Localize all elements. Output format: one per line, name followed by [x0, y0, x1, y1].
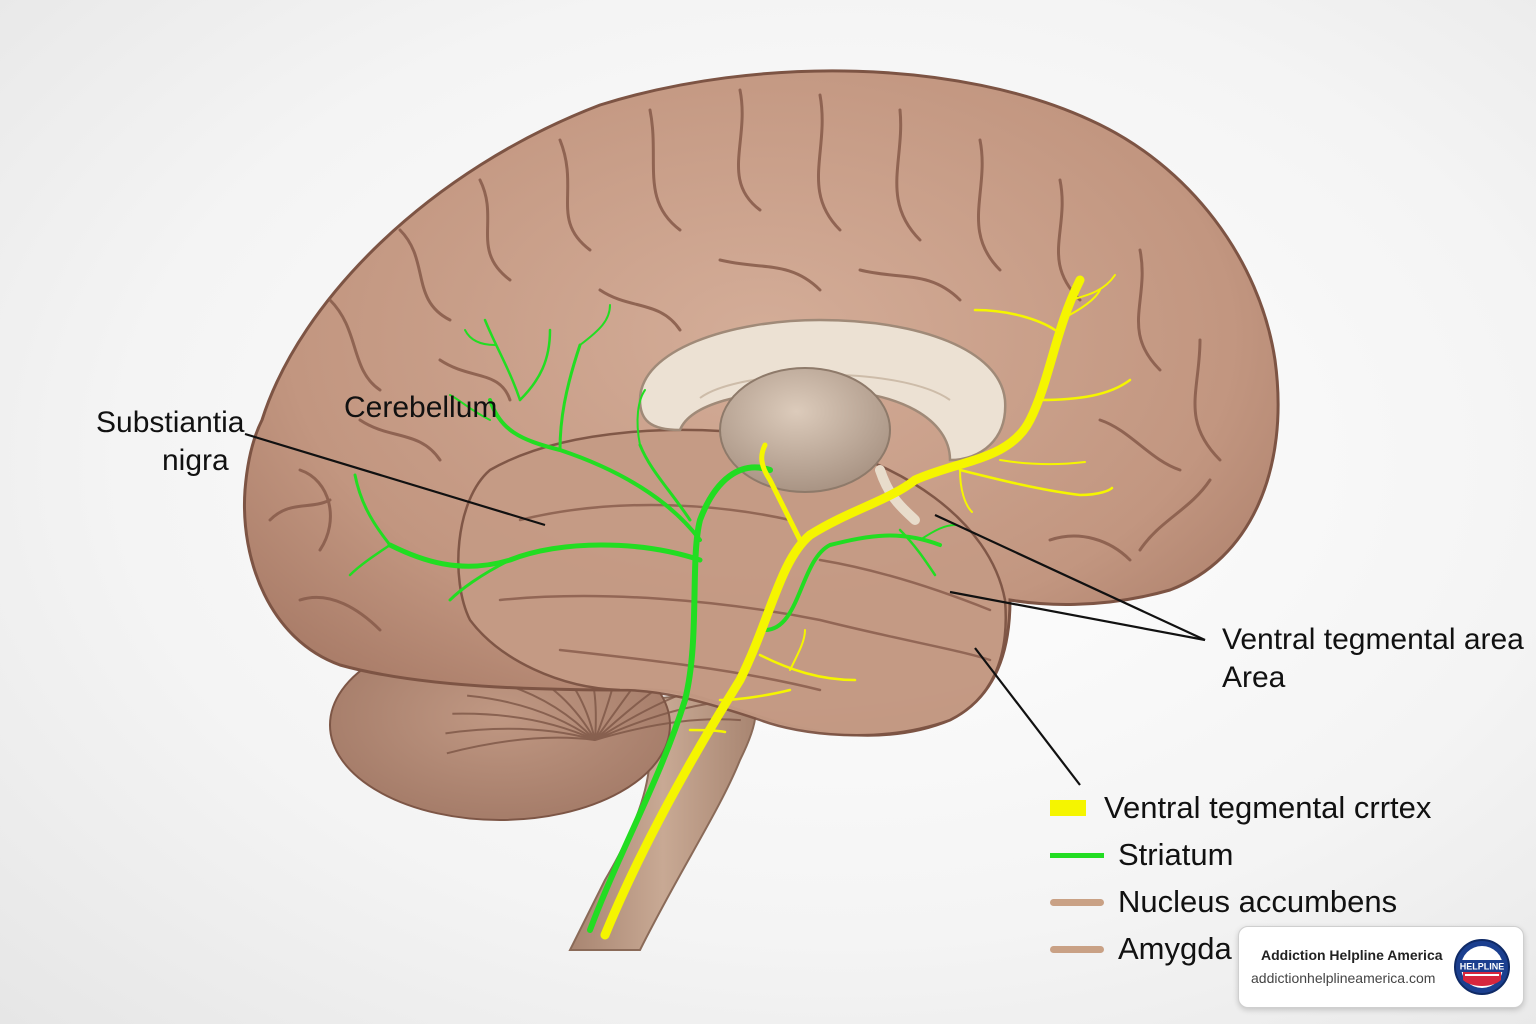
legend-item-nucleus: Nucleus accumbens [1050, 880, 1397, 924]
legend-label-yellow: Ventral tegmental crrtex [1104, 790, 1432, 825]
label-vta-line1: Ventral tegmental area [1222, 623, 1524, 656]
leader-vta-3 [974, 647, 1081, 786]
legend-item-yellow: Ventral tegmental crrtex [1050, 786, 1431, 830]
leader-vta-1 [934, 514, 1206, 641]
legend-swatch-yellow [1050, 800, 1086, 816]
legend-label-amygdala: Amygda [1118, 931, 1232, 966]
legend-label-green: Striatum [1118, 837, 1234, 872]
brand-name: Addiction Helpline America [1261, 947, 1443, 963]
svg-text:HELPLINE: HELPLINE [1460, 962, 1505, 972]
legend-item-amygdala: Amygda [1050, 927, 1232, 971]
label-substantia-nigra-line1: Substiantia [96, 406, 245, 439]
thalamus [719, 367, 891, 493]
legend-swatch-green [1050, 852, 1104, 858]
label-vta-line2: Area [1222, 661, 1286, 694]
legend-label-nucleus: Nucleus accumbens [1118, 884, 1398, 919]
legend-item-green: Striatum [1050, 833, 1233, 877]
brand-badge[interactable]: Addiction Helpline America addictionhelp… [1238, 926, 1524, 1008]
label-substantia-nigra-line2: nigra [162, 444, 229, 477]
green-pathway [348, 304, 956, 933]
legend-swatch-amygdala [1050, 945, 1104, 953]
leader-vta-2 [949, 590, 1206, 642]
helpline-seal-icon: HELPLINE [1454, 939, 1510, 995]
brand-url[interactable]: addictionhelplineamerica.com [1251, 970, 1436, 986]
legend-swatch-nucleus [1050, 898, 1104, 906]
label-cerebellum: Cerebellum [344, 391, 498, 424]
leader-substantia [244, 432, 546, 527]
yellow-pathway [600, 274, 1132, 940]
